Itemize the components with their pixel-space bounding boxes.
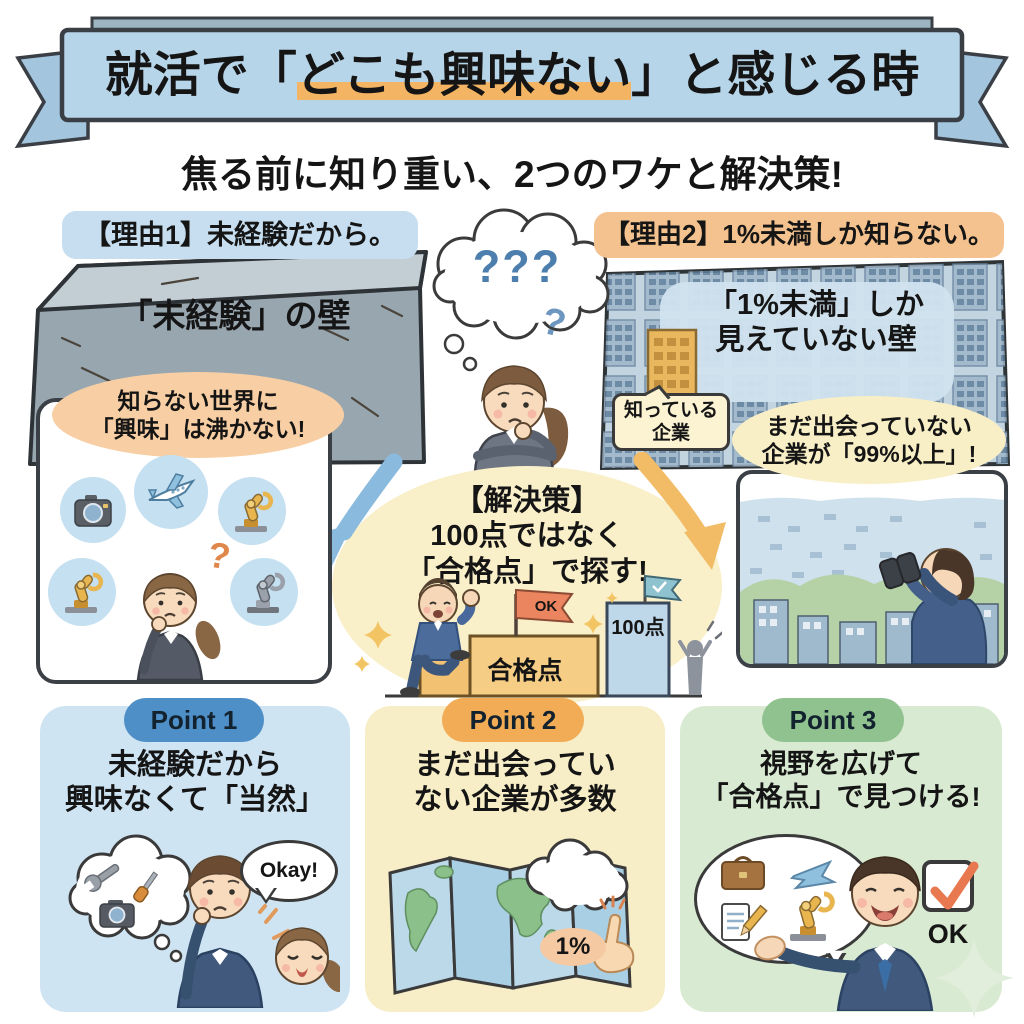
perfect-score-pillar <box>605 601 671 698</box>
building-wall-title: 「1%未満」しか 見えていない壁 <box>708 289 924 357</box>
screwdriver-icon <box>133 871 159 903</box>
thought-question-marks: ??? <box>472 241 562 292</box>
document-pencil-icon <box>721 903 768 941</box>
thinking-woman-illustration <box>432 208 610 474</box>
robot-arm-icon <box>48 558 116 626</box>
wrench-icon <box>82 863 120 893</box>
reason2-bubble: まだ出会っていない 企業が「99%以上」! <box>732 396 1006 484</box>
perfect-score-label: 100点 <box>611 617 665 639</box>
point1-illustration <box>68 834 340 1008</box>
airplane-icon <box>789 860 838 890</box>
point1-badge: Point 1 <box>124 698 264 742</box>
one-percent-label: 1% <box>540 928 606 966</box>
robot-arm-icon <box>230 558 298 626</box>
known-company-label: 知っている 企業 <box>612 393 730 451</box>
page-title: 就活で「どこも興味ない」と感じる時 <box>70 40 954 112</box>
point3-bubble-icons <box>721 856 838 941</box>
point2-title: まだ出会ってい ない企業が多数 <box>413 749 617 817</box>
camera-icon <box>60 477 126 543</box>
page-title-post: 」と感じる時 <box>631 48 920 102</box>
okay-speech-bubble: Okay! <box>240 840 338 904</box>
reason2-label: 【理由2】1%未満しか知らない。 <box>594 212 1004 258</box>
robot-arm-icon <box>790 891 835 941</box>
point1-title: 未経験だから 興味なくて「当然」 <box>64 749 326 817</box>
checkbox-icon <box>922 860 979 912</box>
rock-wall-title: 「未経験」の壁 <box>119 297 351 334</box>
point2-illustration <box>388 838 635 995</box>
ok-flag-icon <box>515 588 575 624</box>
pointing-hand-icon <box>592 913 635 974</box>
check-flag-icon <box>644 574 683 602</box>
step-high <box>468 634 600 698</box>
corner-sparkle-icon <box>934 938 1014 1018</box>
page-title-highlight: どこも興味ない <box>296 46 632 106</box>
airplane-icon <box>134 455 208 529</box>
robot-arm-icon <box>218 477 286 545</box>
point3-title: 視野を広げて 「合格点」で見つける! <box>701 749 981 812</box>
page-title-pre: 就活で「 <box>104 48 297 102</box>
briefcase-icon <box>721 856 765 890</box>
orange-arrow <box>633 452 707 541</box>
confused-woman-illustration <box>136 573 221 680</box>
binoculars-man-illustration <box>740 497 1004 664</box>
camera-icon <box>99 900 135 928</box>
reason1-bubble: 知らない世界に 「興味」は沸かない! <box>52 372 344 458</box>
reason1-label: 【理由1】未経験だから。 <box>62 211 418 259</box>
ok-flag-label: OK <box>534 598 558 615</box>
point2-badge: Point 2 <box>442 698 584 742</box>
point3-badge: Point 3 <box>762 698 904 742</box>
solution-scene <box>354 574 722 698</box>
subtitle: 焦る前に知り重い、2つのワケと解決策! <box>181 154 843 195</box>
point3-speech-bubble <box>694 834 878 964</box>
point3-ok-label: OK <box>927 919 969 949</box>
cityscape-panel <box>736 470 1008 668</box>
point3-man-illustration <box>754 856 934 1011</box>
pass-score-label: 合格点 <box>487 657 563 685</box>
